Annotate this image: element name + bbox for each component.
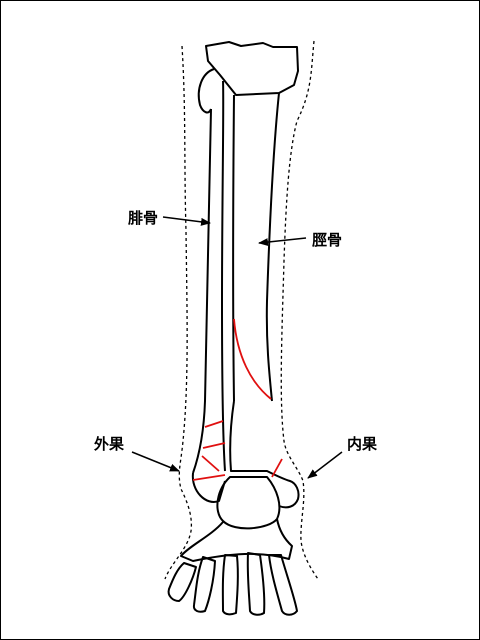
tibia-spiral-fracture [233,318,272,400]
metatarsal-3 [221,554,239,616]
lateral-malleolus-pointer-arrow [131,451,180,472]
metatarsal-2 [192,556,216,613]
medial-malleolus-fracture [271,458,283,478]
fibula-shaft-lateral [192,108,212,474]
skin-outline [164,40,319,580]
fibula-bone [191,68,226,503]
tibia-label: 脛骨 [312,231,343,249]
lateral-malleolus-label: 外果 [94,435,125,453]
metatarsal-4 [246,552,266,616]
metatarsal-1 [167,562,197,602]
fibula-fracture-1 [204,420,224,428]
tibia-shaft-lateral [232,94,235,402]
fracture-lines [192,318,283,481]
fibula-fracture-4 [192,474,226,481]
medial-malleolus-pointer-arrow [307,451,343,479]
tibia-distal-end [229,400,300,509]
fibula-pointer-arrow [162,216,211,226]
fibula-fracture-3 [201,455,220,472]
tarsal-block [180,518,293,562]
fibula-fracture-2 [202,442,226,449]
fibula-head [197,68,215,114]
tibia-shaft-medial [265,92,280,402]
fibula-distal-end [191,472,226,503]
tibia-pointer-arrow [258,237,307,247]
foot-bones [167,518,298,616]
talus-bone [216,476,281,530]
tibia-head [205,41,299,96]
fibula-shaft-medial [221,80,226,472]
fibula-label: 腓骨 [128,209,159,227]
metatarsal-5 [268,554,298,616]
skin-outline-right [280,40,319,580]
medial-malleolus-label: 内果 [347,435,378,453]
tibia-bone [205,41,300,509]
pointer-arrows [131,216,343,479]
skin-outline-left [164,45,193,580]
